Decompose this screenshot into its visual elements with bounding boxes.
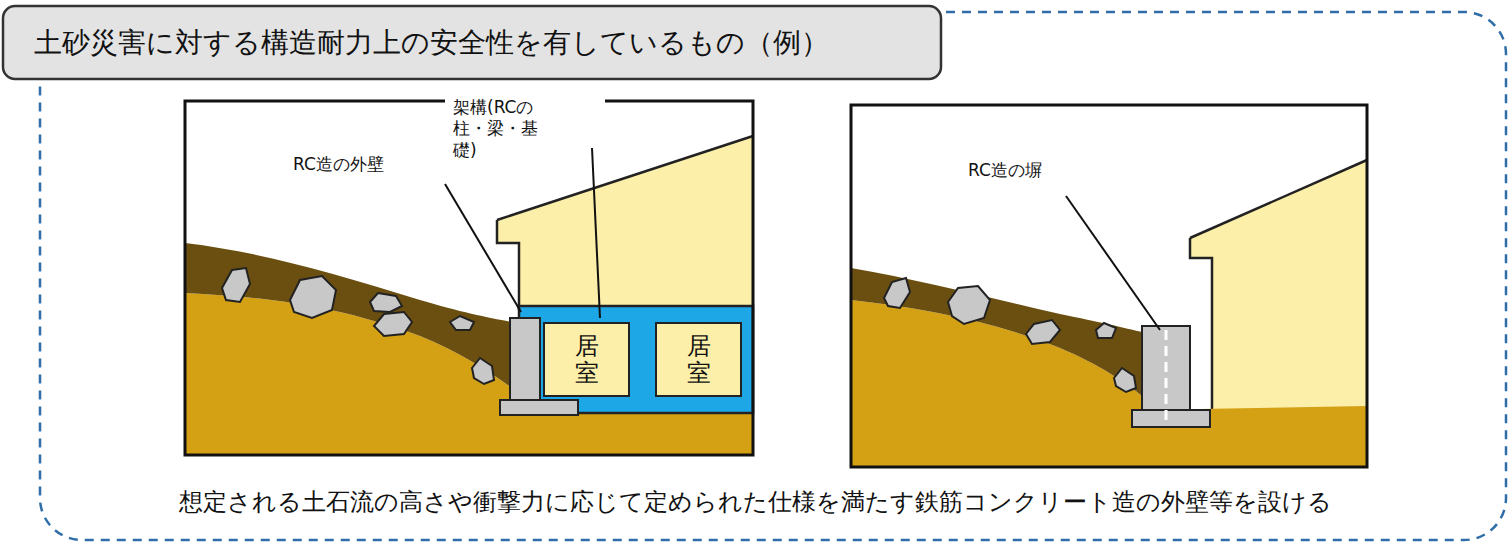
frame-label: 架構(RCの 柱・梁・基礎)	[450, 97, 551, 161]
room-box: 居室	[655, 322, 742, 397]
title-tab	[3, 6, 941, 79]
fence-label: RC造の塀	[965, 160, 1045, 181]
right-panel	[851, 105, 1367, 467]
room-label: 居室	[687, 333, 711, 386]
caption: 想定される土石流の高さや衝撃力に応じて定められた仕様を満たす鉄筋コンクリート造の…	[179, 486, 1332, 518]
room-label: 居室	[575, 333, 599, 386]
wall-label: RC造の外壁	[290, 154, 387, 175]
room-box: 居室	[543, 322, 630, 397]
title: 土砂災害に対する構造耐力上の安全性を有しているもの（例）	[34, 24, 829, 62]
dashed-frame	[40, 12, 1506, 540]
